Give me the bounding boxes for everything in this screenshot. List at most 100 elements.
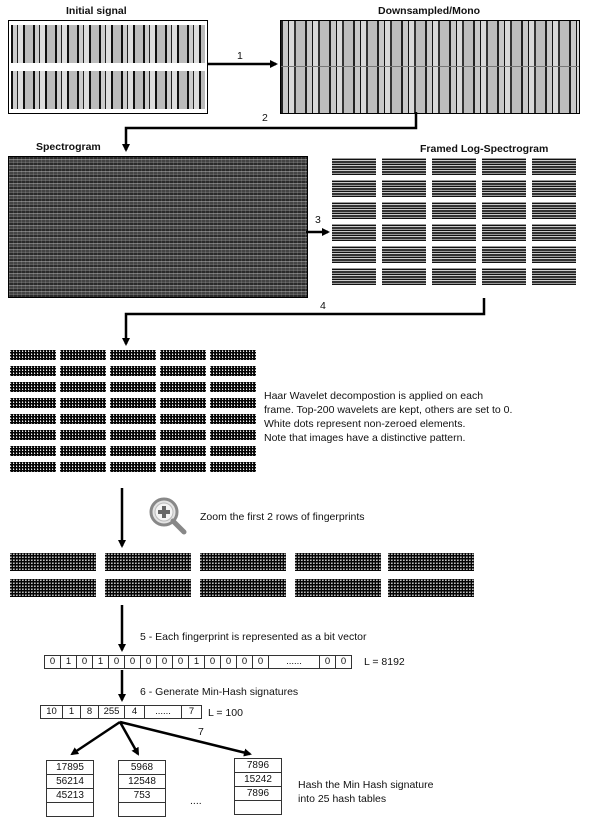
wavelet-frame: [60, 462, 106, 472]
zoomed-fingerprint: [388, 553, 474, 571]
wavelet-frame: [110, 366, 156, 376]
bit-cell: 0: [335, 655, 352, 669]
log-frame: [532, 202, 576, 219]
log-frame: [382, 180, 426, 197]
log-frame: [482, 158, 526, 175]
arrow-2: [122, 112, 418, 152]
minhash-length: L = 100: [208, 707, 243, 719]
step-6-text: 6 - Generate Min-Hash signatures: [140, 686, 299, 698]
zoomed-fingerprint: [388, 579, 474, 597]
haar-note-line: White dots represent non-zeroed elements…: [264, 418, 466, 430]
wavelet-frame: [210, 398, 256, 408]
log-frame: [382, 246, 426, 263]
framed-log-spectrogram-label: Framed Log-Spectrogram: [420, 143, 549, 155]
channel-2-waveform: [11, 71, 205, 109]
wavelet-frame: [210, 462, 256, 472]
log-frame: [532, 224, 576, 241]
wavelet-frame: [60, 430, 106, 440]
channel-1-waveform: [11, 25, 205, 63]
log-frame: [382, 158, 426, 175]
log-frame: [532, 268, 576, 285]
step-1-label: 1: [237, 50, 243, 62]
hash-table-2: 5968 12548 753: [118, 760, 166, 817]
arrow-4: [122, 298, 486, 346]
wavelet-frame: [10, 366, 56, 376]
log-frame: [432, 202, 476, 219]
zoomed-fingerprint: [200, 553, 286, 571]
log-frame: [382, 224, 426, 241]
magnifier-zoom-icon-graphic: [149, 497, 187, 535]
log-frame: [482, 224, 526, 241]
hash-table-cell: [118, 802, 166, 817]
hash-tables-ellipsis: ....: [190, 795, 202, 807]
wavelet-frame: [160, 446, 206, 456]
haar-note-line: Haar Wavelet decompostion is applied on …: [264, 390, 484, 402]
log-frame: [332, 158, 376, 175]
wavelet-frame: [60, 382, 106, 392]
wavelet-frame: [160, 350, 206, 360]
log-frame: [532, 180, 576, 197]
hash-table-cell: [234, 800, 282, 815]
wavelet-frame: [160, 414, 206, 424]
zoomed-fingerprint: [295, 553, 381, 571]
log-frame: [332, 268, 376, 285]
arrow-7c: [119, 720, 252, 757]
hash-table-25: 7896 15242 7896: [234, 758, 282, 815]
wavelet-frame: [10, 414, 56, 424]
hash-note-line: into 25 hash tables: [298, 793, 387, 805]
log-frame: [482, 246, 526, 263]
log-frame: [432, 246, 476, 263]
wavelet-frame: [110, 350, 156, 360]
wavelet-frame: [160, 366, 206, 376]
magnifier-zoom-icon: [148, 496, 188, 536]
log-frame: [432, 180, 476, 197]
zoomed-fingerprint: [10, 553, 96, 571]
initial-signal-label: Initial signal: [66, 5, 127, 17]
bit-vector-length: L = 8192: [364, 656, 405, 668]
haar-note: Haar Wavelet decompostion is applied on …: [264, 389, 594, 445]
hash-note-line: Hash the Min Hash signature: [298, 779, 434, 791]
log-frame: [332, 180, 376, 197]
arrow-7b: [118, 721, 140, 756]
downsampled-center-line: [281, 66, 579, 67]
minhash-cell: 7: [181, 705, 202, 719]
log-frame: [432, 224, 476, 241]
minhash-signature: 10 1 8 255 4 ...... 7: [40, 705, 202, 719]
wavelet-frame: [160, 462, 206, 472]
step-4-label: 4: [320, 300, 326, 312]
arrow-7a: [70, 720, 121, 756]
wavelet-frame: [10, 462, 56, 472]
wavelet-frame: [10, 350, 56, 360]
wavelet-frame: [60, 398, 106, 408]
wavelet-frame: [110, 382, 156, 392]
wavelet-frame: [210, 382, 256, 392]
wavelet-frame: [60, 446, 106, 456]
downsampled-waveform: [280, 20, 580, 114]
zoomed-fingerprint: [105, 579, 191, 597]
step-5-text: 5 - Each fingerprint is represented as a…: [140, 631, 367, 643]
zoomed-fingerprint: [295, 579, 381, 597]
zoomed-fingerprint: [105, 553, 191, 571]
wavelet-frame: [160, 382, 206, 392]
wavelet-frame: [10, 382, 56, 392]
log-frame: [532, 246, 576, 263]
step-2-label: 2: [262, 112, 268, 124]
wavelet-frame: [10, 430, 56, 440]
wavelet-frame: [110, 398, 156, 408]
wavelet-frame: [10, 398, 56, 408]
log-frame: [482, 202, 526, 219]
wavelet-frame: [210, 430, 256, 440]
wavelet-frame: [210, 350, 256, 360]
wavelet-frame: [210, 414, 256, 424]
haar-wavelet-grid: [10, 350, 260, 486]
framed-log-spectrogram-grid: [332, 158, 582, 298]
zoomed-fingerprint: [200, 579, 286, 597]
step-7-label: 7: [198, 726, 204, 738]
log-frame: [482, 268, 526, 285]
haar-note-line: Note that images have a distinctive patt…: [264, 432, 466, 444]
initial-signal-waveform: [8, 20, 208, 114]
wavelet-frame: [110, 446, 156, 456]
log-frame: [432, 268, 476, 285]
wavelet-frame: [60, 366, 106, 376]
